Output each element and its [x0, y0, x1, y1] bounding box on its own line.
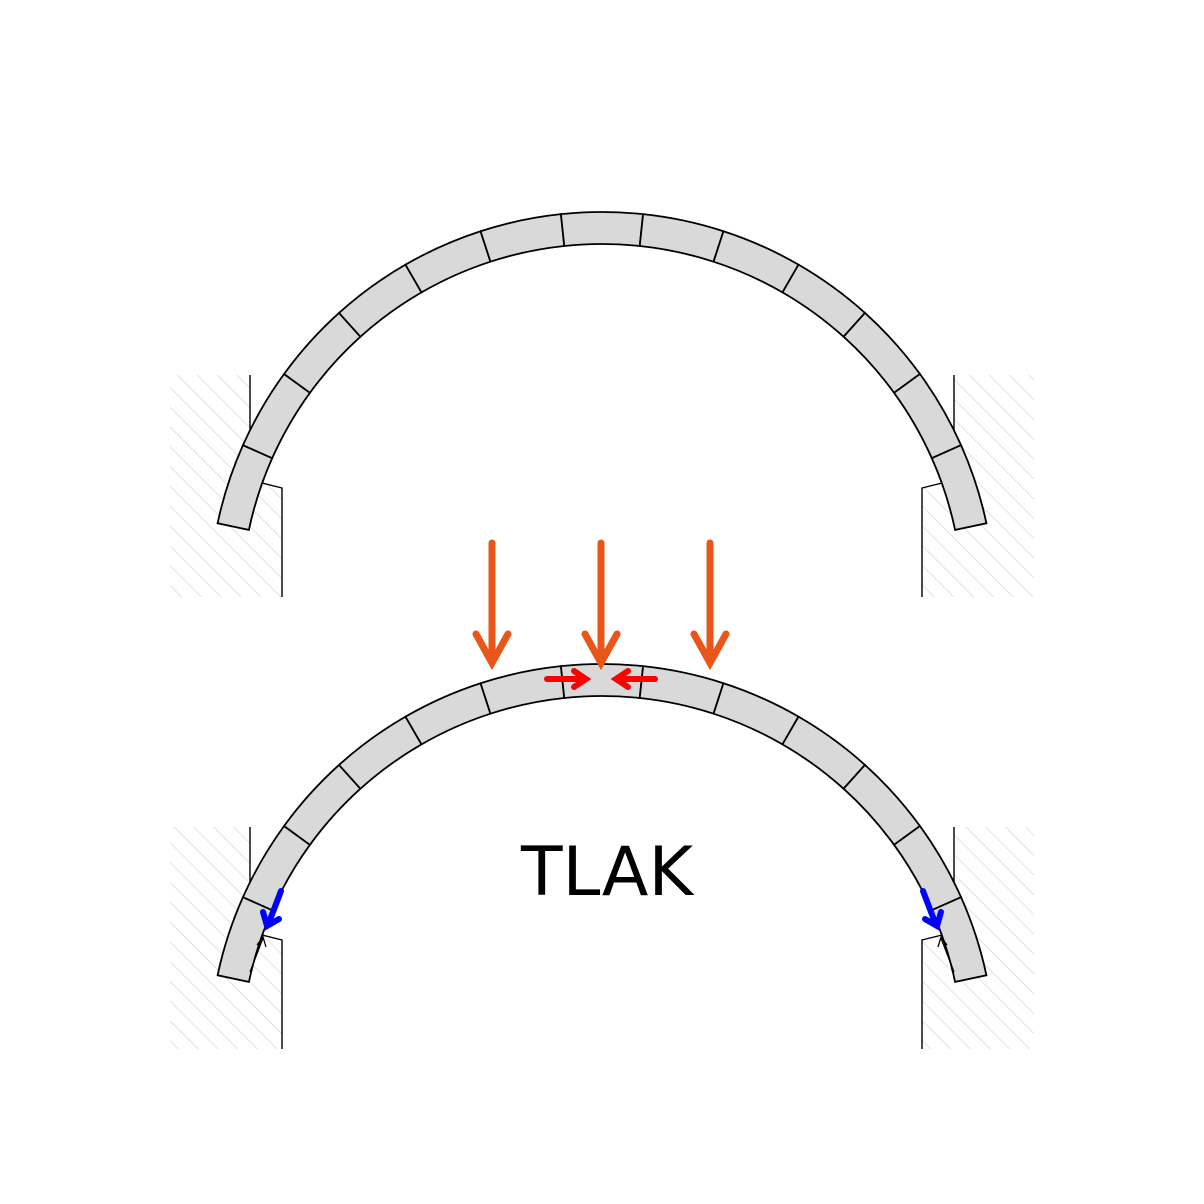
right-abutment: [921, 375, 1034, 597]
voussoir-block: [479, 213, 566, 263]
compression-arrow-left: [544, 668, 592, 690]
pressure-label: TLAK: [520, 833, 696, 912]
unloaded-arch-diagram: [170, 211, 1034, 597]
arch-voussoirs: [216, 663, 988, 984]
voussoir-block: [337, 263, 423, 338]
left-abutment-hatch: [170, 827, 282, 1049]
voussoir-block: [842, 311, 922, 395]
voussoir-block: [930, 443, 988, 532]
load-arrow-left: [472, 539, 512, 671]
left-abutment-edge: [249, 827, 283, 1049]
right-abutment-edge: [921, 827, 955, 1049]
reaction-arrow-right: [937, 935, 955, 973]
voussoir-block: [479, 665, 566, 715]
reaction-arrows: [249, 935, 955, 973]
right-abutment-edge: [921, 375, 955, 597]
arch-voussoirs: [216, 211, 988, 532]
thrust-arrows: [260, 888, 944, 931]
thrust-arrow-right: [920, 888, 944, 931]
load-arrows: [472, 539, 730, 671]
voussoir-block: [404, 230, 492, 294]
compression-arrows: [544, 668, 658, 690]
right-abutment-hatch: [922, 375, 1034, 597]
load-arrow-center: [581, 539, 621, 671]
voussoir-block: [712, 682, 800, 746]
reaction-arrow-left: [249, 935, 267, 973]
thrust-arrow-left: [260, 888, 284, 931]
voussoir-block: [337, 715, 423, 790]
voussoir-block: [559, 211, 645, 247]
left-abutment-hatch: [170, 375, 282, 597]
left-abutment: [170, 827, 283, 1049]
right-abutment-hatch: [922, 827, 1034, 1049]
voussoir-block: [638, 665, 725, 715]
voussoir-block: [842, 763, 922, 847]
voussoir-block: [404, 682, 492, 746]
left-abutment: [170, 375, 283, 597]
voussoir-block: [712, 230, 800, 294]
voussoir-block: [241, 372, 312, 460]
voussoir-block: [638, 213, 725, 263]
loaded-arch-diagram: TLAK: [170, 539, 1034, 1049]
compression-arrow-right: [610, 668, 658, 690]
right-abutment: [921, 827, 1034, 1049]
voussoir-block: [892, 372, 963, 460]
left-abutment-edge: [249, 375, 283, 597]
load-arrow-right: [690, 539, 730, 671]
